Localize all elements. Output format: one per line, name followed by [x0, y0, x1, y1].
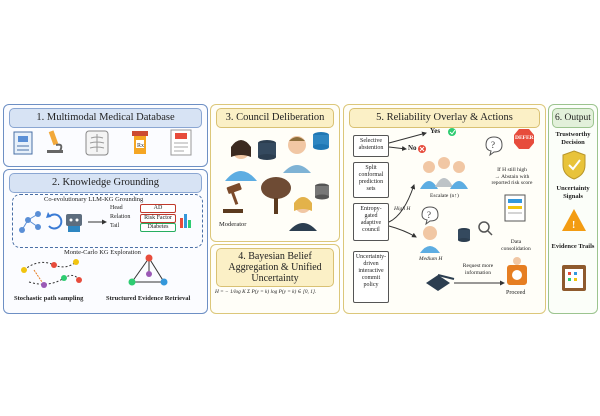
doctor-blonde-icon — [289, 197, 317, 231]
yes-label: Yes — [430, 127, 441, 135]
report-icon — [504, 194, 526, 222]
panel1-title: 1. Multimodal Medical Database — [9, 108, 202, 128]
panel-knowledge-grounding: 2. Knowledge Grounding Co-evolutionary L… — [3, 169, 208, 314]
box-split-conformal: Split conformal prediction sets — [353, 162, 389, 198]
request-more-line-2: information — [465, 269, 491, 276]
output-icons: ! — [562, 150, 586, 291]
abstain-line-1: If H still high — [497, 167, 527, 173]
grounding-dashed-box — [12, 194, 203, 248]
panel3-title: 3. Council Deliberation — [216, 108, 334, 128]
output-uncertainty: Uncertainty Signals — [556, 185, 590, 200]
svg-text:Rx: Rx — [137, 143, 144, 149]
medical-record-icon — [13, 131, 33, 155]
box-selective-abstention: Selective abstention — [353, 135, 389, 157]
svg-text:!: ! — [572, 220, 575, 231]
panel-multimodal-database: 1. Multimodal Medical Database Rx — [3, 104, 208, 167]
question-bubble-icon: ? — [485, 136, 503, 157]
triple-relation-label: Relation — [110, 214, 131, 220]
panel-belief-aggregation: 4. Bayesian Belief Aggregation & Unified… — [210, 244, 340, 314]
request-more-line-1: Request more — [462, 263, 494, 269]
defer-label: DEFER — [515, 135, 534, 141]
gavel-icon — [223, 183, 243, 213]
box-interactive-commit: Uncertainty-driven interactive commit po… — [353, 251, 389, 303]
triple-head-value: AD — [140, 204, 176, 213]
evidence-retrieval-graph — [128, 254, 168, 286]
table-icon — [261, 177, 291, 214]
reliability-graphics: ? ? — [388, 128, 534, 291]
evidence-caption: Structured Evidence Retrieval — [106, 295, 191, 302]
panel4-title: 4. Bayesian Belief Aggregation & Unified… — [216, 248, 334, 287]
doctor-male-icon — [283, 136, 311, 173]
medical-report-icon — [170, 129, 192, 156]
triple-tail-label: Tail — [110, 223, 120, 229]
stochastic-path-graph — [21, 259, 82, 288]
proceed-icon — [507, 257, 527, 285]
doctor-single-icon — [420, 226, 440, 253]
stochastic-caption: Stochastic path sampling — [14, 295, 84, 302]
handshake-icon — [426, 274, 455, 291]
check-icon — [448, 128, 456, 136]
pill-bottle-icon: Rx — [132, 131, 148, 154]
refresh-icon — [46, 212, 63, 230]
data-consolidation-line-2: consolidation — [501, 245, 531, 252]
escalate-label: Escalate (n↑) — [430, 193, 459, 199]
exploration-title: Monte-Carlo KG Exploration — [64, 249, 141, 256]
database-icon-4 — [458, 228, 470, 242]
panel-output: 6. Output Trustworthy Decision Uncertain… — [548, 104, 598, 314]
database-icon — [258, 140, 276, 160]
panel2-title: 2. Knowledge Grounding — [9, 173, 202, 193]
abstain-note: If H still high → Abstain with reported … — [480, 167, 544, 187]
panel-reliability-overlay: 5. Reliability Overlay & Actions Selecti… — [343, 104, 546, 314]
clipboard-icon — [562, 265, 586, 291]
panel-council-deliberation: 3. Council Deliberation Moderator — [210, 104, 340, 242]
microscope-icon — [47, 130, 63, 153]
no-label: No — [408, 144, 417, 152]
svg-text:?: ? — [427, 210, 431, 220]
triple-head-label: Head — [110, 205, 123, 211]
modality-icons: Rx — [13, 129, 192, 156]
entropy-formula: H = − 1/log K Σ P(y = k) log P(y = k) ∈ … — [215, 289, 317, 295]
grounding-subtitle: Co-evolutionary LLM-KG Grounding — [44, 196, 144, 203]
bar-chart-icon — [180, 214, 191, 228]
abstain-line-3: reported risk score — [491, 180, 533, 186]
abstain-line-2: → Abstain with — [494, 173, 530, 180]
warning-icon: ! — [562, 209, 586, 231]
grounding-graphics — [19, 211, 191, 288]
moderator-label: Moderator — [219, 221, 247, 228]
database-icon-3 — [315, 183, 329, 200]
panel5-title: 5. Reliability Overlay & Actions — [349, 108, 540, 128]
high-h-label: High H — [394, 206, 411, 212]
output-evidence: Evidence Trails — [551, 243, 595, 250]
xray-icon — [85, 130, 109, 156]
doctor-female-icon — [225, 140, 257, 181]
data-consolidation-label: Data consolidation — [498, 239, 534, 252]
search-icon — [478, 221, 493, 236]
box-entropy-gated: Entropy-gated adaptive council — [353, 203, 389, 241]
svg-text:?: ? — [491, 140, 495, 150]
triple-table: Head Relation Tail AD Risk Factor Diabet… — [108, 204, 176, 234]
council-graphics — [223, 132, 329, 231]
robot-icon — [66, 214, 82, 232]
proceed-label: Proceed — [506, 290, 526, 296]
output-trustworthy: Trustworthy Decision — [555, 131, 591, 146]
triple-relation-value: Risk Factor — [140, 213, 176, 223]
defer-stop-icon — [514, 129, 534, 149]
medium-h-label: Medium H — [419, 256, 443, 262]
panel6-title: 6. Output — [552, 108, 594, 128]
request-more-label: Request more information — [456, 263, 500, 276]
database-icon-2 — [313, 132, 329, 150]
triple-tail-value: Diabetes — [140, 223, 176, 232]
data-consolidation-line-1: Data — [510, 239, 522, 245]
question-bubble-icon-2: ? — [421, 206, 439, 226]
doctor-group-icon — [420, 157, 468, 189]
knowledge-graph-icon — [19, 211, 41, 233]
shield-icon — [562, 150, 586, 180]
